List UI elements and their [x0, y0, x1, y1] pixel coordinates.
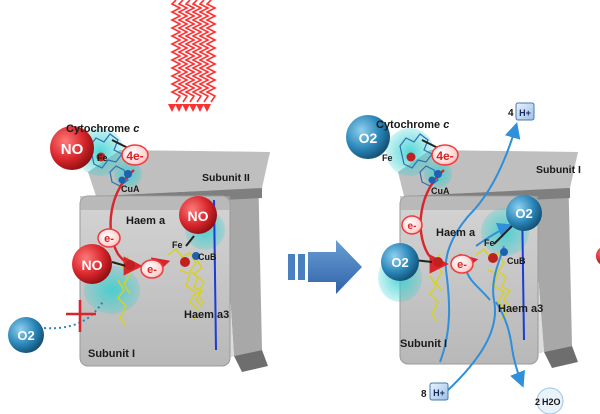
haem-a3-label-left: Haem a3: [184, 309, 229, 321]
cytochrome-c-label-right: Cytochrome c: [376, 119, 449, 131]
proton-in-label: H+: [433, 388, 445, 398]
no-label-top-left: NO: [61, 141, 84, 158]
process-arrow-icon: [288, 240, 362, 294]
cytochrome-c-label-left: Cytochrome c: [66, 123, 139, 135]
four-electron-label-right: 4e-: [436, 149, 453, 163]
proton-out-count: 4: [508, 108, 514, 119]
haem-a-label-right: Haem a: [436, 227, 476, 239]
proton-in-count: 8: [421, 389, 427, 400]
no-label-right-left: NO: [188, 208, 209, 224]
o2-label-top-right: O2: [359, 130, 378, 146]
electron-label-mid-right: e-: [408, 221, 417, 232]
cua-label-right: CuA: [431, 186, 450, 196]
water-count: 2: [535, 397, 540, 407]
light-arrowheads: [168, 104, 211, 112]
water-label: H2O: [542, 397, 561, 407]
four-electron-label-left: 4e-: [126, 149, 143, 163]
haem-a3-label-right: Haem a3: [498, 303, 543, 315]
cua-label-left: CuA: [121, 184, 140, 194]
fe-label-right-right: Fe: [484, 238, 495, 248]
haem-a-label-left: Haem a: [126, 215, 166, 227]
cub-label-left: CuB: [198, 252, 217, 262]
o2-label-left: O2: [17, 328, 34, 343]
o2-label-left-right: O2: [391, 255, 408, 270]
electron-label-low-right: e-: [457, 259, 467, 271]
fe-label-top-right: Fe: [382, 153, 393, 163]
no-label-left-left: NO: [82, 257, 103, 273]
cub-label-right: CuB: [507, 256, 526, 266]
fe-label-top-left: Fe: [97, 153, 108, 163]
fe-label-right-left: Fe: [172, 240, 183, 250]
o2-label-right-right: O2: [515, 206, 532, 221]
subunit-ii-label-right: Subunit I: [536, 164, 581, 176]
partial-red-shape: [596, 246, 600, 266]
subunit-ii-label-left: Subunit II: [202, 172, 250, 184]
electron-label-low-left: e-: [147, 264, 157, 276]
light-wave-icon: [172, 0, 215, 102]
proton-out-label: H+: [519, 108, 531, 118]
electron-label-mid-left: e-: [104, 233, 114, 245]
subunit-i-label-left: Subunit I: [88, 348, 135, 360]
subunit-i-label-right: Subunit I: [400, 338, 447, 350]
